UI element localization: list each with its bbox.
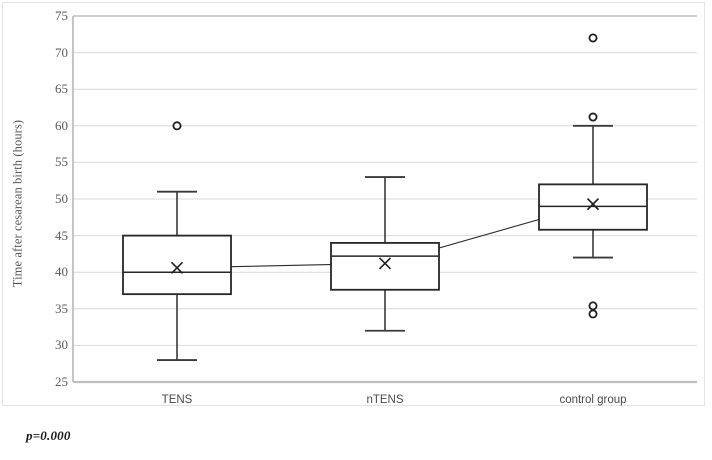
outlier-point [588,33,598,43]
outlier-point [172,121,182,131]
x-tick-label-control-group: control group [559,394,627,406]
y-tick-label-55: 55 [55,154,68,170]
mean-markers-group [170,198,600,274]
mean-marker-x [170,261,184,274]
x-axis-tick-labels: TENS nTENS control group [0,386,712,410]
boxplot-canvas [72,15,697,384]
y-tick-label-35: 35 [55,300,68,316]
outlier-point [588,309,598,319]
y-tick-label-50: 50 [55,191,68,206]
y-tick-label-45: 45 [55,227,68,243]
boxplot-ntens [330,176,440,332]
mean-marker-x [378,257,392,270]
p-value-annotation: p=0.000 [26,428,71,443]
mean-marker-x [586,198,600,211]
y-tick-label-25: 25 [55,374,68,389]
y-tick-label-65: 65 [55,81,68,97]
y-tick-label-40: 40 [55,264,68,280]
y-tick-label-75: 75 [55,8,68,23]
x-tick-label-tens: TENS [161,394,193,406]
y-tick-label-30: 30 [55,337,68,353]
outlier-point [588,112,598,122]
boxes-group [122,124,648,361]
boxplot-control-group [538,124,648,259]
boxplot-tens [122,190,232,361]
outlier-point [588,301,598,311]
x-tick-label-ntens: nTENS [366,394,404,406]
y-tick-label-70: 70 [55,44,68,60]
y-axis-tick-labels: 75 70 65 60 55 50 45 40 35 30 25 [28,0,68,410]
y-tick-label-60: 60 [55,117,68,133]
plot-axis-group [72,16,697,384]
outliers-group [172,33,598,319]
